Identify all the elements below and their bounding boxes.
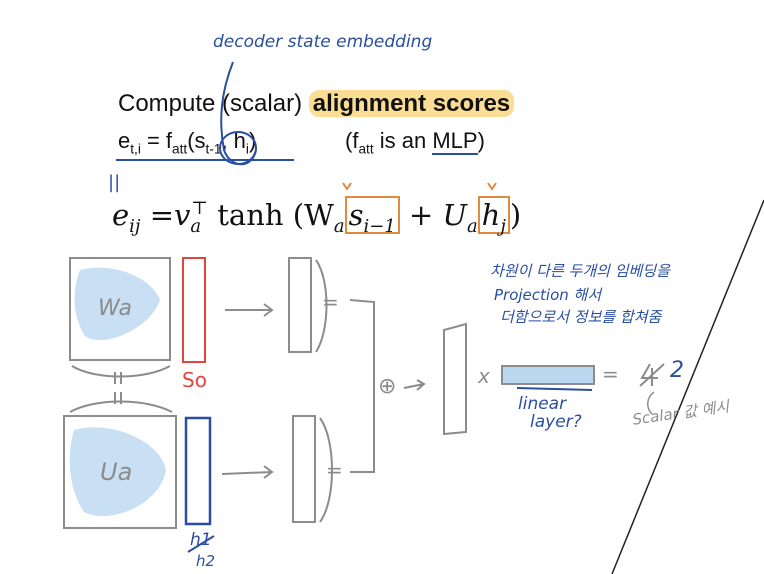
h-vector xyxy=(184,416,212,526)
linear-label-1: linear xyxy=(518,394,567,414)
formula-s-sub: i−1 xyxy=(363,215,396,237)
title-prefix: Compute (scalar) xyxy=(118,90,309,117)
check-mark-2 xyxy=(487,182,497,191)
proj-brace-1 xyxy=(315,259,328,353)
note-sub: att xyxy=(358,141,374,157)
slide-mlp-note: (fatt is an MLP) xyxy=(345,128,485,156)
wa-ua-equal xyxy=(114,372,122,384)
check-mark-1 xyxy=(342,182,352,191)
formula-lhs: e xyxy=(112,198,130,232)
wa-label: Wa xyxy=(98,296,133,321)
ua-label: Ua xyxy=(100,458,133,486)
arrow-sum xyxy=(403,379,426,391)
ua-brace xyxy=(69,400,173,413)
times-operator: x xyxy=(478,364,490,388)
formula-close: ) xyxy=(509,198,522,232)
note-open: (f xyxy=(345,128,359,153)
four-glyph xyxy=(640,363,658,386)
formula-h-sub: j xyxy=(500,215,506,237)
so-vector xyxy=(182,257,206,363)
formula-v-sup: ⊤ xyxy=(191,198,209,220)
arrow-wa xyxy=(225,303,274,317)
formula-u-sub: a xyxy=(466,215,478,237)
slide-title: Compute (scalar) alignment scores xyxy=(118,90,515,118)
proj-vector-1 xyxy=(288,257,312,353)
linear-underline xyxy=(516,387,593,391)
annotation-decoder-state: decoder state embedding xyxy=(213,32,433,52)
korean-note-1: 차원이 다른 두개의 임베딩을 xyxy=(490,262,670,280)
eq-paren-open: ( xyxy=(187,128,195,153)
eq-s: s xyxy=(194,128,206,153)
scalar-pointer xyxy=(647,391,655,415)
eq-sign-3: = xyxy=(602,362,619,386)
ua-fill xyxy=(69,427,166,516)
formula-plus-u: + U xyxy=(399,198,467,232)
eq-lhs-sub: t,i xyxy=(130,141,141,157)
formula-w-sub: a xyxy=(333,215,345,237)
result-value: 2 xyxy=(670,358,684,383)
diagonal-line xyxy=(611,199,764,574)
s-circle xyxy=(219,131,257,165)
eq-paren-close: ) xyxy=(248,128,257,153)
korean-note-2: Projection 해서 xyxy=(494,286,602,304)
eq-s-sub: t-1 xyxy=(205,141,222,157)
annotation-pointer xyxy=(220,61,257,166)
note-close: ) xyxy=(477,128,485,153)
formula-s-box: si−1 xyxy=(344,196,400,237)
note-mid: is an xyxy=(373,128,433,153)
sum-vector xyxy=(443,322,467,436)
formula-s: s xyxy=(348,198,364,232)
eq-sign-2: = xyxy=(326,458,343,482)
linear-vector xyxy=(501,365,595,385)
formula-v-sub: a xyxy=(190,215,202,237)
h1-label: h1 xyxy=(190,530,212,550)
h1-strike xyxy=(187,535,215,553)
eq-mid: = f xyxy=(140,128,173,153)
proj-vector-2 xyxy=(292,415,316,523)
s0-label: So xyxy=(182,368,207,392)
formula-h: h xyxy=(481,198,501,232)
plus-operator: ⊕ xyxy=(378,374,397,399)
linear-label-2: layer? xyxy=(530,412,582,432)
formula-tanh: tanh (W xyxy=(208,198,334,232)
eq-lhs: e xyxy=(118,128,131,153)
eq-f-sub: att xyxy=(172,141,188,157)
formula-eq-v: =v xyxy=(140,198,191,232)
proj-brace-2 xyxy=(319,417,333,523)
wa-fill xyxy=(74,267,160,341)
formula-lhs-sub: ij xyxy=(129,215,141,237)
join-bracket xyxy=(349,299,375,473)
equals-mark: || xyxy=(108,172,121,193)
note-mlp: MLP xyxy=(432,128,478,155)
eq-sign-1: = xyxy=(322,290,339,314)
korean-note-3: 더함으로서 정보를 합쳐줌 xyxy=(500,308,662,326)
h2-label: h2 xyxy=(196,552,216,570)
formula-h-box: hj xyxy=(477,196,510,237)
four-strike xyxy=(639,363,665,387)
title-highlight: alignment scores xyxy=(308,90,515,117)
eq-h-sub: i xyxy=(245,141,249,157)
arrow-ua xyxy=(221,465,274,479)
